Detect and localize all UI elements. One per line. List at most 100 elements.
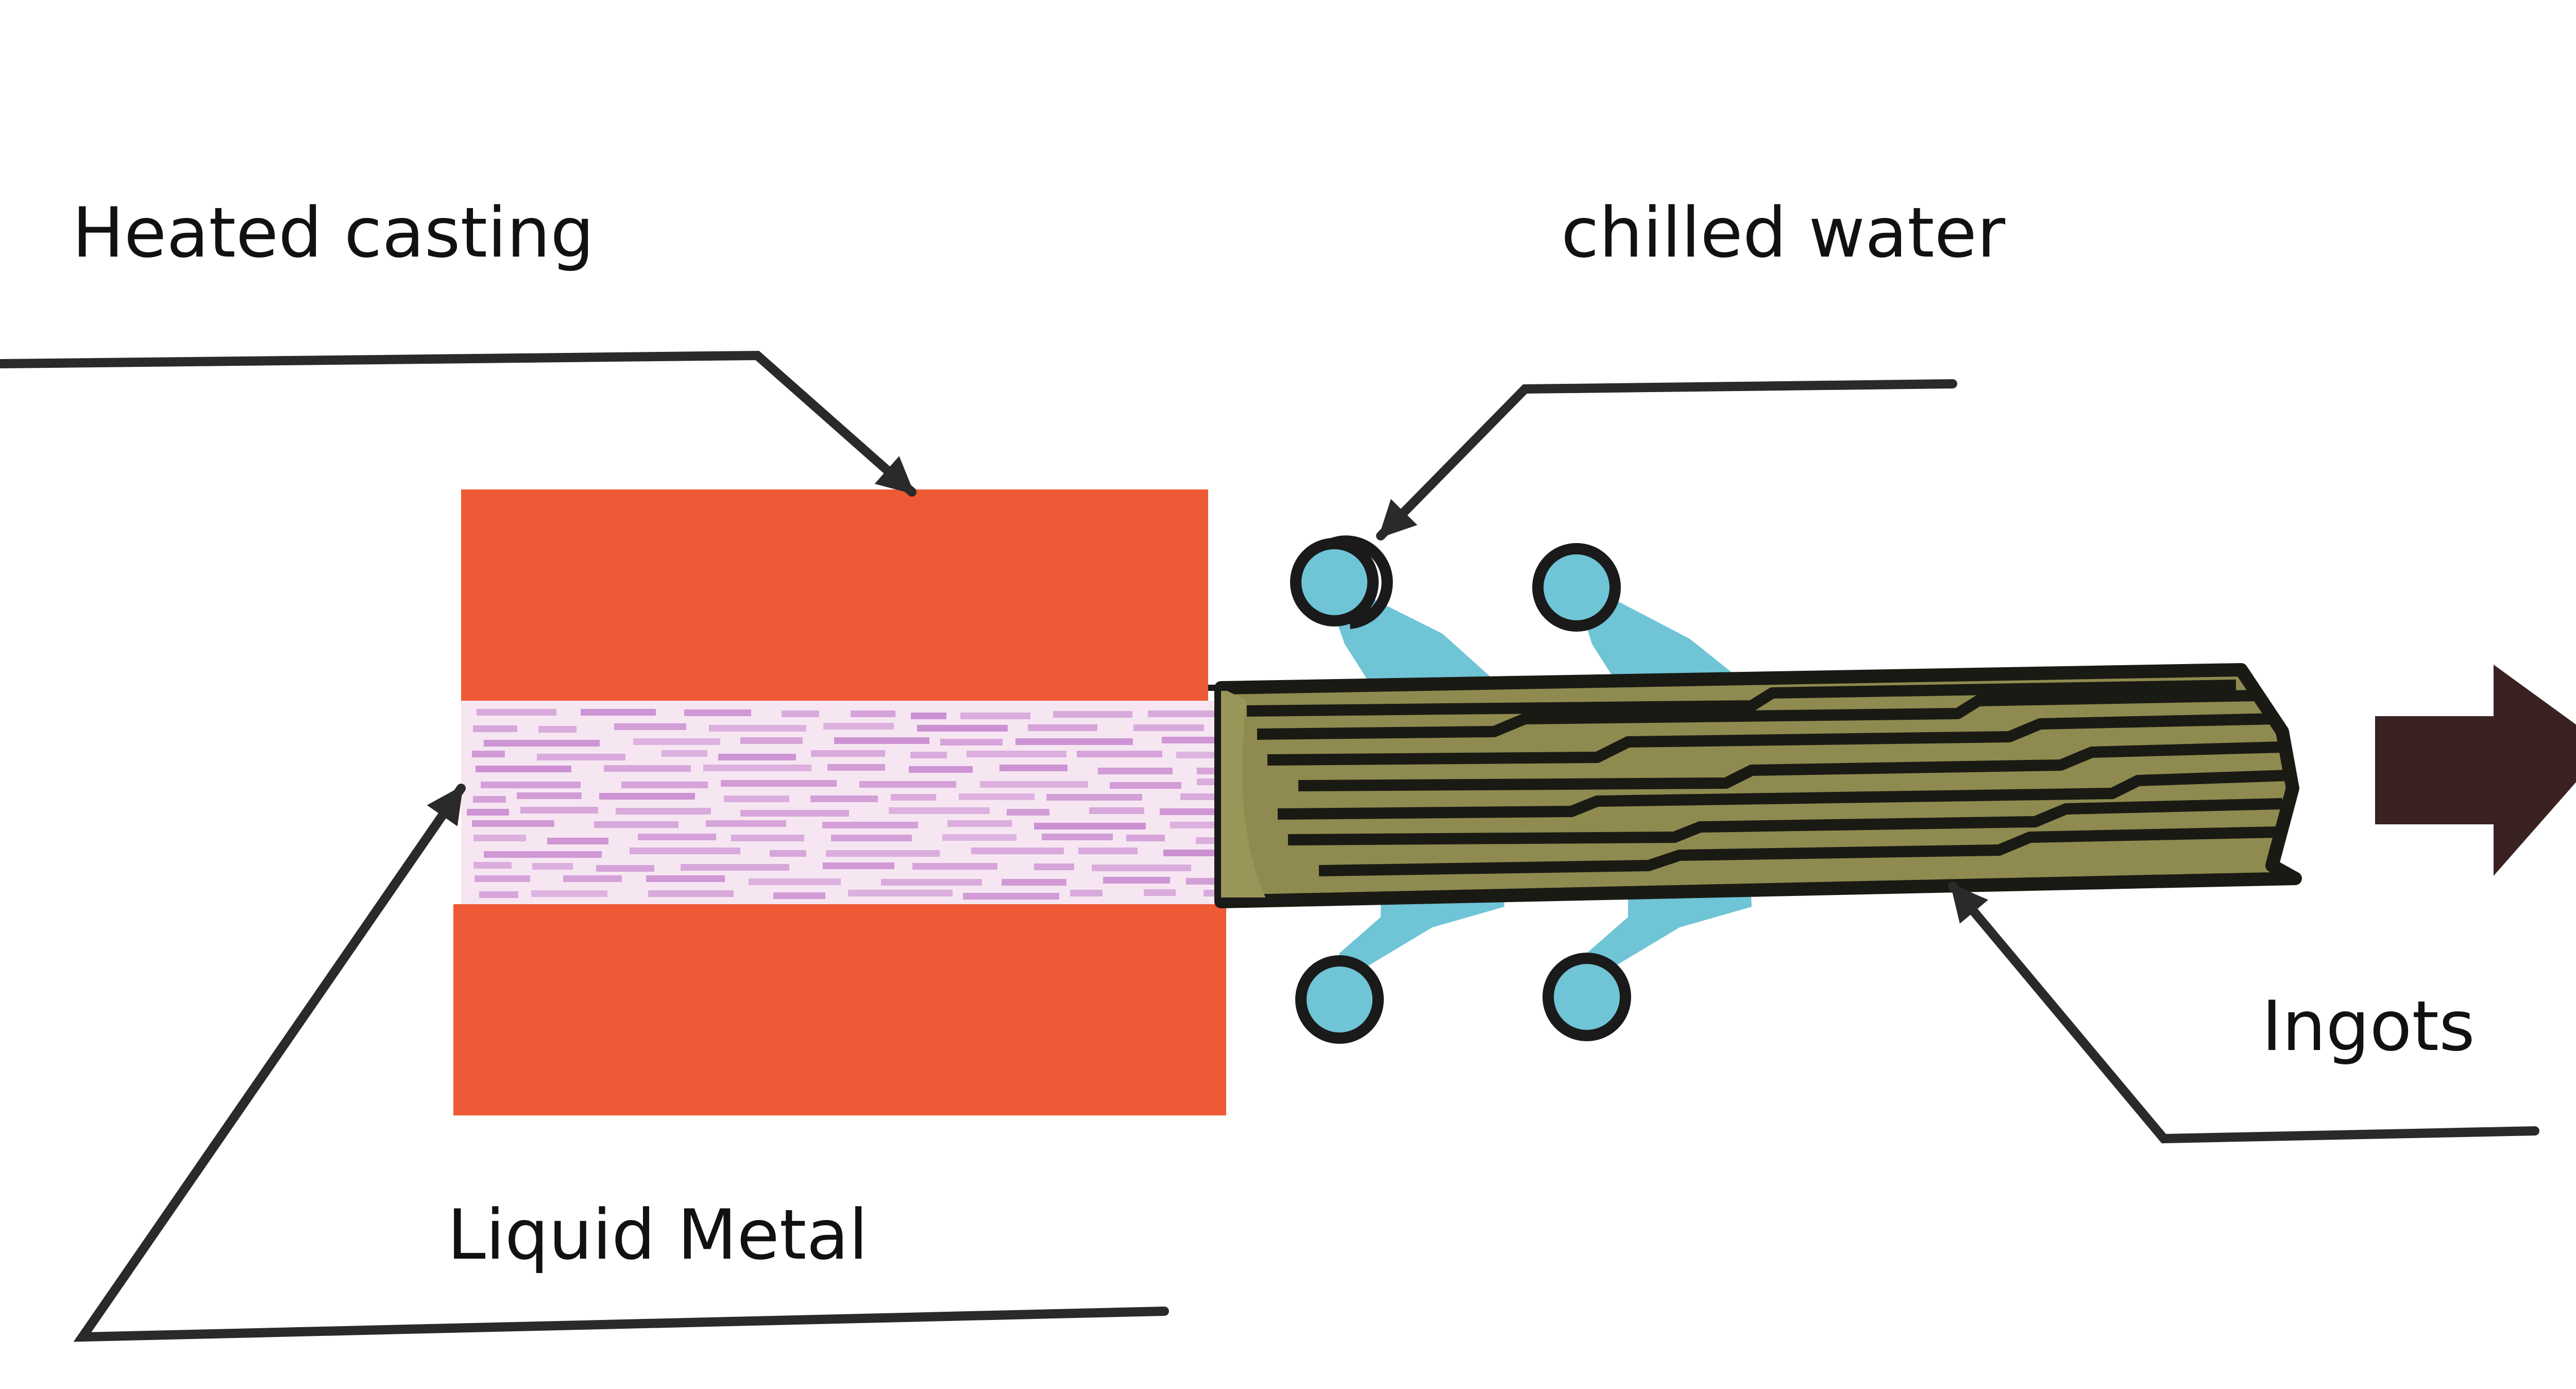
liquid-metal-streak (599, 793, 695, 800)
liquid-metal-streak (604, 765, 691, 772)
liquid-metal-streak (1098, 768, 1173, 774)
liquid-metal-streak (1007, 809, 1049, 816)
liquid-metal-streak (782, 710, 819, 717)
liquid-metal-streak (959, 793, 1035, 800)
liquid-metal-streak (481, 782, 581, 788)
liquid-metal-streak (616, 808, 711, 815)
liquid-metal-streak (773, 892, 825, 899)
liquid-metal-streak (646, 875, 725, 882)
liquid-metal-streak (848, 890, 953, 896)
liquid-metal-streak (823, 723, 894, 730)
leader-chilled-water (1376, 379, 1957, 540)
liquid-metal-channel (461, 701, 1234, 904)
liquid-metal-streak (1089, 807, 1144, 814)
liquid-metal-streak (517, 792, 582, 799)
liquid-metal-streak (477, 709, 556, 716)
liquid-metal-streak (473, 835, 526, 841)
liquid-metal-streak (740, 810, 849, 817)
liquid-metal-streak (532, 863, 573, 870)
liquid-metal-streak (963, 893, 1059, 900)
ingots-label: Ingots (2262, 986, 2475, 1066)
ingot-stripe (1298, 741, 2283, 791)
liquid-metal-streak (980, 781, 1088, 788)
liquid-metal-streak (547, 838, 608, 844)
liquid-metal-streak (770, 850, 806, 857)
liquid-metal-streak (630, 848, 740, 854)
ingot-stripe (1277, 770, 2288, 820)
direction-arrow (2375, 665, 2576, 876)
liquid-metal-streak (662, 750, 707, 757)
liquid-metal-streak (467, 809, 509, 816)
liquid-metal-streak (999, 765, 1067, 771)
liquid-metal-streak (473, 796, 506, 803)
liquid-metal-streak (834, 737, 929, 744)
liquid-metal-streak (638, 834, 716, 840)
liquid-metal-streak (581, 709, 656, 716)
liquid-metal-streak (473, 725, 517, 732)
liquid-metal-streak (621, 782, 708, 788)
chilled-water-label: chilled water (1561, 193, 2006, 273)
ingot-stripe (1318, 826, 2278, 876)
liquid-metal-streak (911, 713, 946, 719)
liquid-metal-streak (881, 879, 982, 886)
liquid-metal-streak (1092, 865, 1191, 871)
liquid-metal-streak (596, 865, 654, 872)
liquid-metal-streak (971, 848, 1064, 854)
ingot-stripe (1246, 680, 2236, 717)
heated-casting-label: Heated casting (72, 193, 595, 273)
liquid-metal-streak (706, 820, 786, 827)
liquid-metal-streak (1077, 751, 1162, 757)
liquid-metal-streak (822, 822, 918, 828)
liquid-metal-streak (831, 835, 912, 841)
liquid-metal-streak (749, 878, 841, 885)
liquid-metal-streak (1144, 889, 1176, 896)
liquid-metal-streak (740, 737, 803, 744)
heated-casting-bottom-block (453, 904, 1226, 1115)
liquid-metal-streak (1034, 863, 1074, 870)
liquid-metal-streak (810, 795, 878, 802)
liquid-metal-streak (718, 754, 796, 760)
liquid-metal-streak (942, 834, 1016, 841)
liquid-metal-streak (681, 864, 789, 871)
liquid-metal-streak (1053, 711, 1132, 718)
liquid-metal-streak (1046, 794, 1142, 801)
liquid-metal-streak (472, 820, 554, 827)
liquid-metal-streak (472, 751, 505, 757)
liquid-metal-streak (910, 752, 947, 758)
liquid-metal-streak (1133, 724, 1204, 731)
liquid-metal-streak (1103, 877, 1170, 884)
liquid-metal-label: Liquid Metal (447, 1195, 868, 1275)
liquid-metal-streak (1042, 834, 1113, 840)
liquid-metal-streak (594, 821, 679, 828)
liquid-metal-streak (960, 713, 1030, 719)
liquid-metal-streak (889, 807, 990, 814)
liquid-metal-streak (909, 766, 973, 773)
liquid-metal-streak (1034, 823, 1146, 829)
liquid-metal-streak (484, 851, 602, 858)
liquid-metal-streak (947, 820, 1012, 827)
liquid-metal-streak (709, 725, 806, 732)
liquid-metal-streak (811, 750, 885, 757)
liquid-metal-streak (731, 835, 804, 841)
liquid-metal-streak (1180, 793, 1221, 800)
liquid-metal-streak (851, 710, 895, 717)
liquid-metal-streak (859, 781, 956, 788)
liquid-metal-streak (473, 862, 512, 869)
liquid-metal-streak (538, 726, 577, 733)
heated-casting-top-block (461, 489, 1208, 701)
liquid-metal-streak (531, 890, 607, 897)
liquid-metal-streak (1148, 710, 1234, 717)
liquid-metal-streak (1015, 738, 1133, 745)
leader-lines (0, 350, 2539, 1342)
liquid-metal-streak (614, 723, 686, 730)
liquid-metal-streak (826, 850, 940, 857)
liquid-metal-streak (1002, 879, 1066, 886)
liquid-metal-streak (537, 754, 625, 760)
liquid-metal-streak (1028, 724, 1097, 731)
liquid-metal-streak (479, 891, 518, 898)
liquid-metal-streak (940, 739, 1003, 746)
liquid-metal-streak (827, 764, 885, 771)
liquid-metal-streak (684, 709, 751, 716)
liquid-metal-streak (891, 794, 936, 801)
